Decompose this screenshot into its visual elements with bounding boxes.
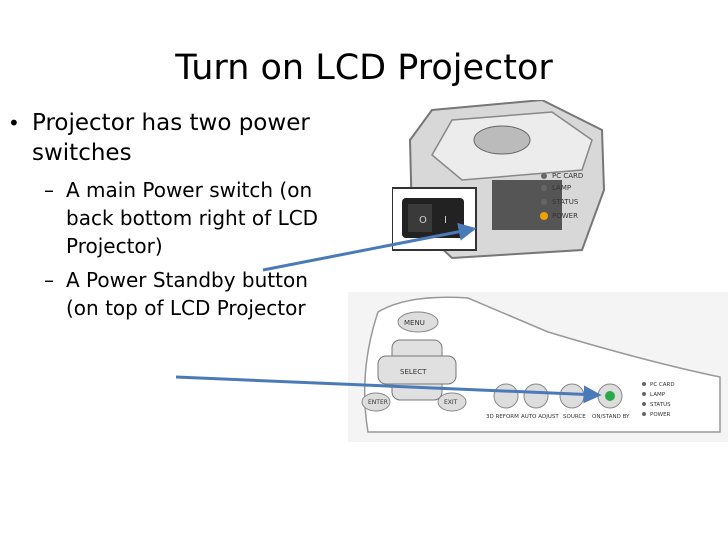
slide-title: Turn on LCD Projector bbox=[175, 48, 553, 88]
projector-back-image: O I PC CARD LAMP STATUS POWER bbox=[392, 100, 606, 260]
bullet-dot-icon: • bbox=[8, 111, 20, 135]
menu-label: MENU bbox=[404, 319, 425, 327]
button-label: SOURCE bbox=[563, 414, 586, 420]
sub-item-main-power: – A main Power switch (on back bottom ri… bbox=[6, 176, 326, 260]
bullet-text: Projector has two power switches bbox=[32, 110, 310, 166]
dash-icon: – bbox=[44, 268, 54, 292]
sub-item-standby: – A Power Standby button (on top of LCD … bbox=[6, 266, 326, 322]
svg-text:O: O bbox=[419, 215, 427, 226]
svg-text:I: I bbox=[444, 215, 447, 226]
panel-indicator-label: POWER bbox=[650, 412, 671, 418]
bullet-item: • Projector has two power switches bbox=[6, 108, 326, 168]
panel-indicator-label: STATUS bbox=[650, 402, 671, 408]
enter-label: ENTER bbox=[368, 399, 388, 406]
panel-indicator-label: LAMP bbox=[650, 392, 666, 398]
control-panel-image: MENU SELECT ENTER EXIT 3D REFORM AUTO AD… bbox=[348, 292, 728, 442]
sub-item-text: A main Power switch (on back bottom righ… bbox=[66, 178, 319, 258]
power-led-icon bbox=[605, 391, 615, 401]
panel-indicator-label: PC CARD bbox=[650, 382, 675, 388]
button-label: AUTO ADJUST bbox=[521, 414, 559, 420]
button-label: 3D REFORM bbox=[486, 414, 519, 420]
bullet-list: • Projector has two power switches – A m… bbox=[6, 108, 326, 322]
indicator-label: PC CARD bbox=[552, 172, 583, 180]
sub-item-text: A Power Standby button (on top of LCD Pr… bbox=[66, 268, 308, 320]
button-label: ON/STAND BY bbox=[592, 414, 630, 420]
exit-label: EXIT bbox=[444, 399, 458, 406]
indicator-label: STATUS bbox=[552, 198, 579, 206]
dash-icon: – bbox=[44, 178, 54, 202]
select-label: SELECT bbox=[400, 368, 427, 376]
indicator-label: LAMP bbox=[552, 184, 571, 192]
indicator-label: POWER bbox=[552, 212, 578, 220]
